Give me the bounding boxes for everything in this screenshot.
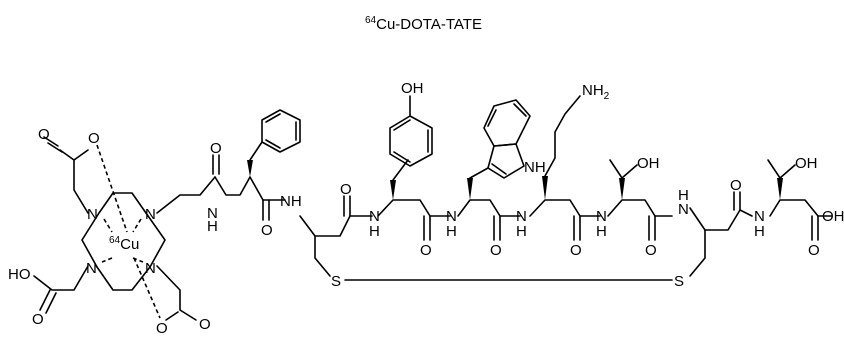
atom-n-8: N [516, 208, 527, 225]
atom-o-acid-carbonyl: O [32, 311, 44, 328]
title-isotope: 64 [365, 15, 377, 26]
atom-oh-tyr: OH [401, 80, 424, 97]
atom-n-6: N [369, 208, 380, 225]
atom-o-ester: O [88, 130, 100, 147]
atom-h-1: H [207, 218, 218, 235]
atom-n-2: N [145, 206, 156, 223]
atom-o-lower-ester: O [156, 320, 168, 337]
atom-n-10: N [678, 201, 689, 218]
atom-h-7: H [754, 223, 765, 240]
diagram-title: 64Cu-DOTA-TATE [365, 15, 482, 33]
copper-label: 64Cu [109, 235, 139, 253]
atom-o-amide-1: O [210, 140, 222, 157]
atom-h-5: H [596, 223, 607, 240]
atom-o-4: O [420, 242, 432, 259]
atom-n-11: N [754, 208, 765, 225]
atom-o-lower-carbonyl: O [199, 316, 211, 333]
atom-oh-terminal: OH [822, 208, 844, 225]
atom-s-1: S [331, 273, 341, 290]
atom-nh-indole: NH [524, 159, 546, 176]
dota-macrocycle [33, 136, 220, 321]
peptide-backbone [214, 95, 833, 281]
atom-o-5: O [490, 242, 502, 259]
atom-oh-thr-end: OH [795, 155, 818, 172]
atom-h-6: H [678, 187, 689, 204]
atom-n-3: N [86, 260, 97, 277]
atom-oh-thr: OH [637, 155, 660, 172]
atom-o-3: O [340, 181, 352, 198]
copper-symbol: Cu [120, 236, 139, 253]
atom-o-8: O [730, 177, 742, 194]
atom-o-7: O [645, 242, 657, 259]
atom-h-4: H [516, 223, 527, 240]
atom-n-9: N [596, 208, 607, 225]
atom-o-6: O [570, 242, 582, 259]
atom-n-4: N [145, 260, 156, 277]
atom-n-5: N [207, 205, 218, 222]
atom-o-carbonyl: O [38, 126, 50, 143]
atom-nh2-lys-sub: 2 [604, 91, 610, 102]
atom-s-2: S [674, 273, 684, 290]
atom-o-9: O [808, 242, 820, 259]
title-text: Cu-DOTA-TATE [376, 16, 482, 33]
atom-n-7: N [446, 208, 457, 225]
atom-nh2-lys-main: NH [582, 82, 604, 99]
atom-ho-acid: HO [8, 266, 31, 283]
atom-h-3: H [446, 223, 457, 240]
atom-h-2: H [369, 223, 380, 240]
atom-nh2-lys: NH2 [582, 82, 610, 102]
atom-nh-1: NH [280, 193, 302, 210]
atom-o-2: O [261, 222, 273, 239]
atom-n-1: N [87, 206, 98, 223]
copper-isotope: 64 [109, 235, 121, 246]
